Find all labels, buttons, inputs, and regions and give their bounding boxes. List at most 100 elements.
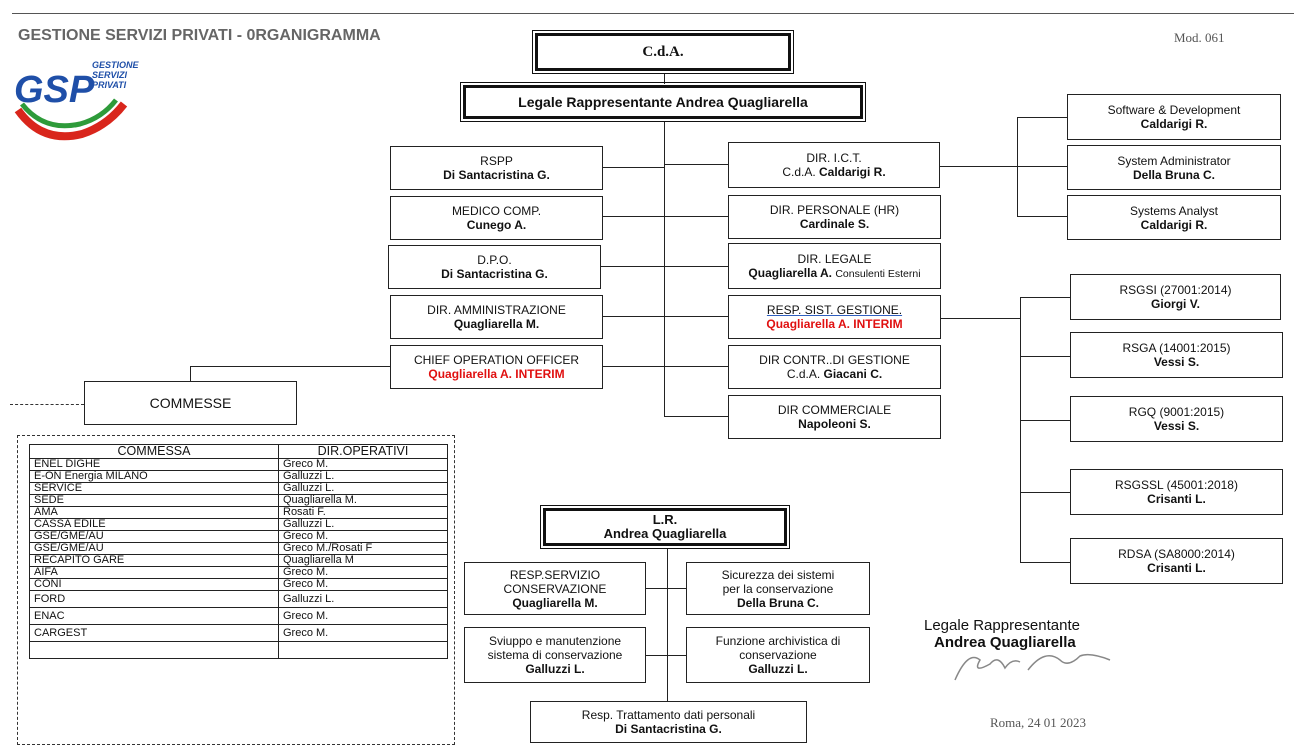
box-role: RDSA (SA8000:2014): [1118, 547, 1235, 561]
trunk-line-main: [664, 121, 665, 416]
box-person: Galluzzi L.: [748, 662, 808, 676]
box-role: Software & Development: [1107, 103, 1241, 117]
commessa-cell: ENEL DIGHE: [29, 458, 279, 471]
svg-text:GESTIONE: GESTIONE: [92, 60, 140, 70]
box-role: RESP. SIST. GESTIONE.: [766, 303, 903, 317]
systems-analyst-box: Systems Analyst Caldarigi R.: [1067, 195, 1281, 240]
connector: [646, 655, 686, 656]
box-role: RSGSI (27001:2014): [1119, 283, 1232, 297]
dashed-connector: [10, 404, 84, 405]
legale-rappresentante-label: Legale Rappresentante Andrea Quagliarell…: [518, 94, 808, 110]
svg-text:GSP: GSP: [14, 69, 95, 111]
dir-amministrazione-box: DIR. AMMINISTRAZIONE Quagliarella M.: [390, 295, 603, 339]
handwritten-signature: [950, 640, 1120, 685]
cda-label: C.d.A.: [642, 44, 684, 60]
box-person: Caldarigi R.: [1140, 217, 1208, 232]
box-role: DIR. AMMINISTRAZIONE: [427, 303, 566, 317]
dir-operativi-cell: Greco M.: [278, 530, 448, 543]
box-person: Quagliarella A. INTERIM: [766, 317, 903, 331]
box-person: Cunego A.: [466, 218, 527, 232]
rspp-box: RSPP Di Santacristina G.: [390, 146, 603, 190]
dir-operativi-cell: Greco M.: [278, 578, 448, 591]
box-person-prefix: C.d.A.: [786, 367, 824, 381]
connector: [603, 216, 665, 217]
svg-text:SERVIZI: SERVIZI: [92, 70, 128, 80]
system-administrator-box: System Administrator Della Bruna C.: [1067, 145, 1281, 190]
sviluppo-manutenzione-box: Sviuppo e manutenzione sistema di conser…: [464, 627, 646, 683]
dir-operativi-cell: [278, 641, 448, 659]
coo-box: CHIEF OPERATION OFFICER Quagliarella A. …: [390, 345, 603, 389]
connector: [1020, 562, 1070, 563]
connector: [667, 548, 668, 703]
box-person: Galluzzi L.: [525, 662, 585, 676]
dir-contr-gestione-box: DIR CONTR..DI GESTIONE C.d.A. Giacani C.: [728, 345, 941, 389]
commessa-cell: GSE/GME/AU: [29, 530, 279, 543]
box-role-cont: conservazione: [739, 648, 817, 662]
commessa-cell: CONI: [29, 578, 279, 591]
connector: [664, 164, 728, 165]
connector: [601, 266, 665, 267]
box-role: CHIEF OPERATION OFFICER: [413, 353, 580, 367]
svg-text:PRIVATI: PRIVATI: [92, 80, 127, 90]
box-person: Quagliarella M.: [453, 317, 540, 331]
connector: [1020, 356, 1070, 357]
commessa-cell: [29, 641, 279, 659]
dir-legale-box: DIR. LEGALE Quagliarella A. Consulenti E…: [728, 243, 941, 289]
box-role: DIR. PERSONALE (HR): [769, 203, 900, 217]
top-rule: [12, 13, 1294, 14]
dir-operativi-cell: Greco M.: [278, 624, 448, 642]
box-role: RSGA (14001:2015): [1122, 341, 1231, 355]
box-role: D.P.O.: [477, 253, 512, 267]
box-person: Napoleoni S.: [798, 417, 871, 431]
dir-ict-box: DIR. I.C.T. C.d.A. Caldarigi R.: [728, 142, 940, 188]
box-role: Funzione archivistica di: [715, 634, 841, 648]
connector: [603, 167, 665, 168]
column-header: COMMESSA: [29, 444, 279, 459]
legale-rappresentante-box: Legale Rappresentante Andrea Quagliarell…: [460, 82, 866, 122]
box-role-cont: sistema di conservazione: [487, 648, 623, 662]
connector: [646, 588, 686, 589]
connector: [1017, 117, 1067, 118]
box-person: Giorgi V.: [1151, 297, 1200, 311]
dir-operativi-cell: Galluzzi L.: [278, 482, 448, 495]
mod-number: Mod. 061: [1174, 30, 1225, 45]
dir-operativi-cell: Rosati F.: [278, 506, 448, 519]
box-role: DIR COMMERCIALE: [777, 403, 892, 417]
dir-operativi-cell: Galluzzi L.: [278, 590, 448, 608]
connector: [603, 366, 665, 367]
signature-name: Andrea Quagliarella: [934, 634, 1076, 651]
commessa-cell: AIFA: [29, 566, 279, 579]
box-person: Vessi S.: [1153, 419, 1200, 433]
lr-name: Andrea Quagliarella: [603, 526, 727, 541]
dir-operativi-cell: Galluzzi L.: [278, 470, 448, 483]
sicurezza-sistemi-box: Sicurezza dei sistemi per la conservazio…: [686, 562, 870, 615]
box-person: Crisanti L.: [1147, 492, 1206, 506]
commessa-cell: GSE/GME/AU: [29, 542, 279, 555]
dir-operativi-cell: Greco M.: [278, 607, 448, 625]
box-role: System Administrator: [1117, 153, 1231, 168]
box-role: RGQ (9001:2015): [1128, 405, 1225, 419]
rsgsi-box: RSGSI (27001:2014) Giorgi V.: [1070, 274, 1281, 320]
cda-box: C.d.A.: [532, 30, 794, 74]
page-title: GESTIONE SERVIZI PRIVATI - 0RGANIGRAMMA: [18, 27, 381, 44]
trunk-line: [664, 74, 665, 84]
connector: [1020, 420, 1070, 421]
box-role: RESP.SERVIZIO: [509, 567, 601, 582]
box-person: Di Santacristina G.: [615, 722, 722, 736]
resp-trattamento-dati-box: Resp. Trattamento dati personali Di Sant…: [530, 701, 807, 743]
box-role: Sicurezza dei sistemi: [721, 567, 835, 582]
dir-commerciale-box: DIR COMMERCIALE Napoleoni S.: [728, 395, 941, 439]
connector: [1020, 297, 1021, 562]
box-person: Cardinale S.: [799, 217, 870, 231]
funzione-archivistica-box: Funzione archivistica di conservazione G…: [686, 627, 870, 683]
